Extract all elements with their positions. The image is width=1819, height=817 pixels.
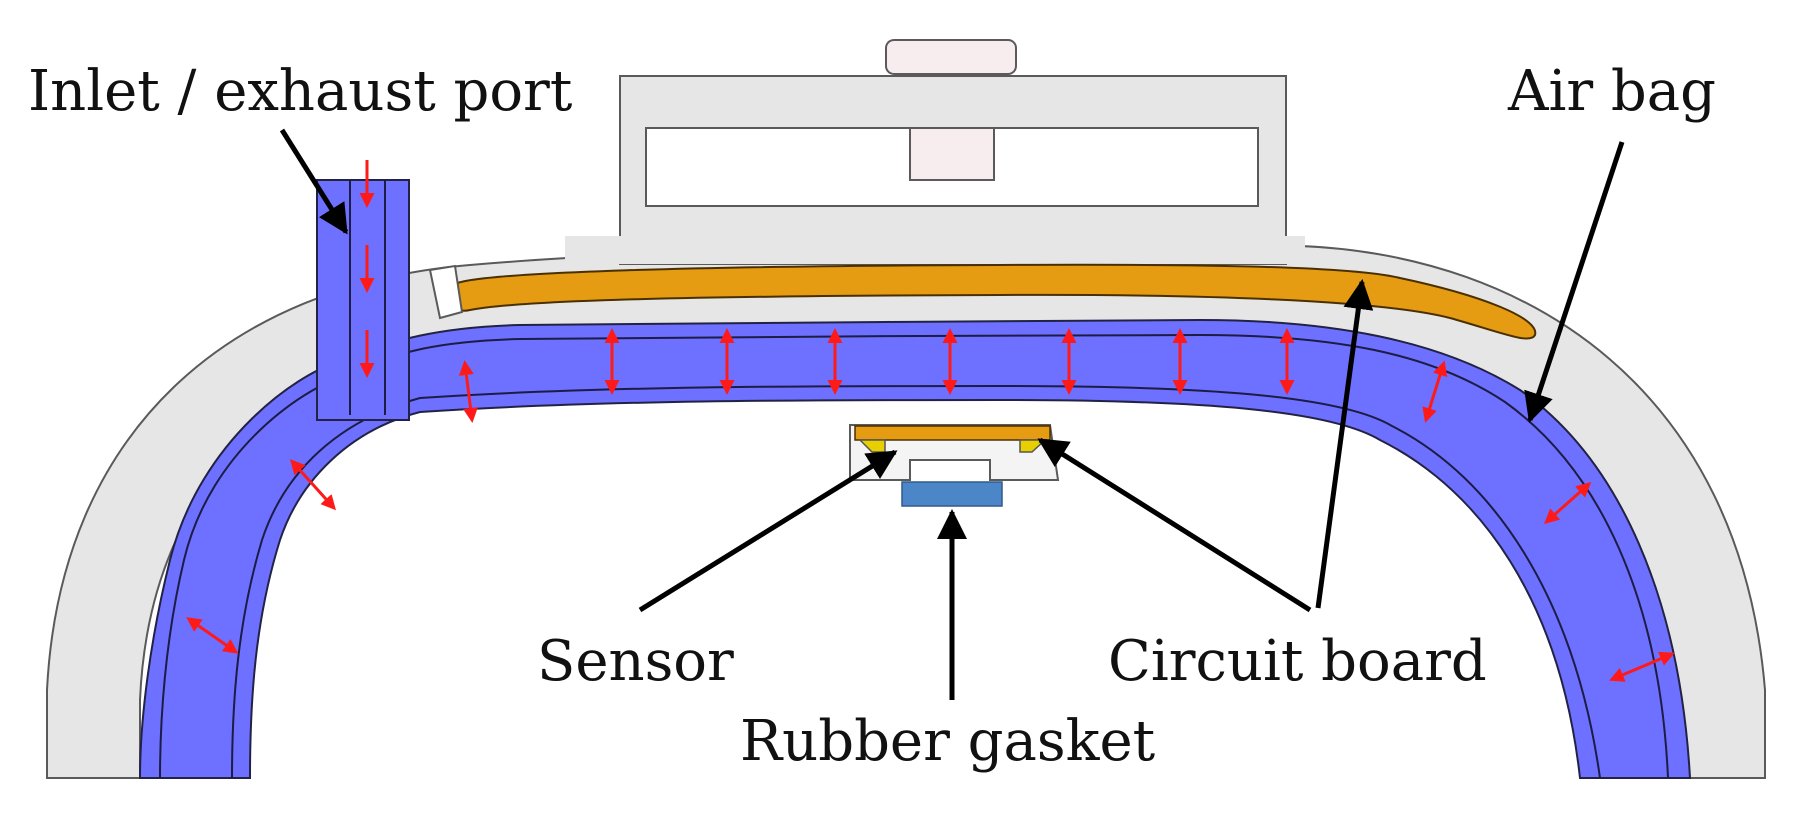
housing-top-strip	[565, 236, 1305, 264]
circuit-board-strip	[447, 263, 1537, 340]
sensor-board	[854, 425, 1051, 441]
pressure-arrow	[458, 360, 478, 423]
leader-air-bag	[1524, 141, 1625, 423]
pressure-arrow	[289, 459, 337, 511]
rubber-gasket	[901, 481, 1003, 507]
pressure-arrow	[1608, 651, 1675, 682]
leader-sensor	[638, 449, 898, 613]
pressure-arrow	[1422, 360, 1448, 423]
leader-inlet-port	[279, 128, 349, 235]
label-sensor: Sensor	[537, 629, 734, 694]
air-bag	[138, 318, 1692, 779]
leader-circuit-board-1	[1037, 437, 1312, 613]
leader-circuit-board-2	[1315, 279, 1374, 609]
label-rubber-gasket: Rubber gasket	[740, 709, 1156, 774]
label-inlet-port: Inlet / exhaust port	[28, 59, 573, 124]
inlet-port-tube	[316, 179, 410, 421]
label-circuit-board: Circuit board	[1108, 629, 1487, 694]
housing-notch	[428, 264, 464, 320]
leader-lines	[279, 128, 1625, 700]
pressure-arrow	[1544, 482, 1592, 524]
pressure-arrows	[186, 160, 1675, 682]
knob	[885, 39, 1017, 75]
pressure-arrow	[186, 617, 239, 654]
label-air-bag: Air bag	[1507, 59, 1716, 124]
knob-stem	[909, 127, 995, 181]
